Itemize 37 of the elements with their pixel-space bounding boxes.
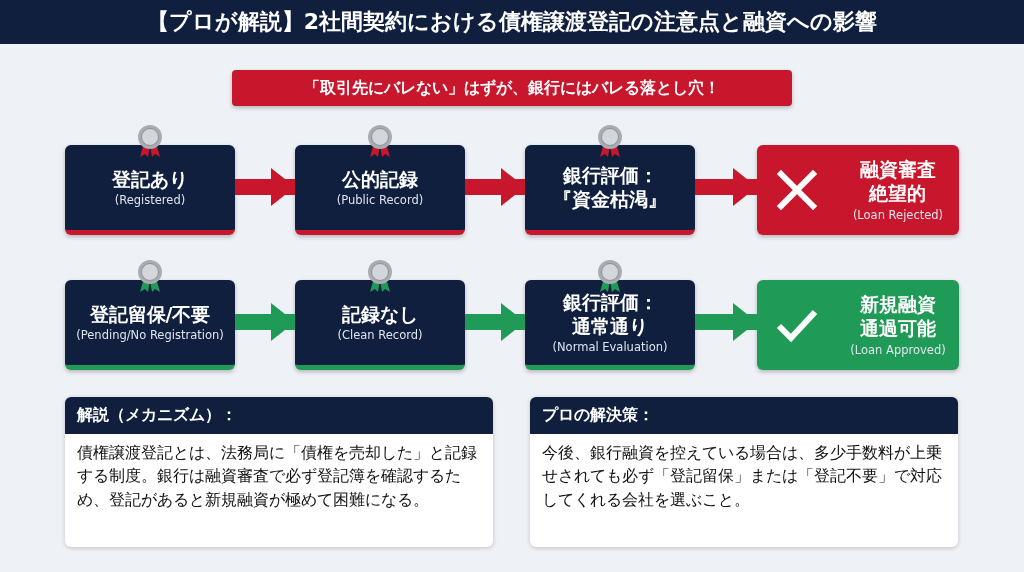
arrow xyxy=(695,303,757,341)
node-title: 登記留保/不要 xyxy=(89,302,211,327)
result-box xyxy=(757,280,959,370)
node-title: 記録なし xyxy=(342,302,418,327)
process-box xyxy=(65,145,235,235)
process-box xyxy=(65,280,235,370)
arrow xyxy=(695,168,757,206)
node-title: 銀行評価：通常通り xyxy=(562,290,658,339)
node-subtitle: (Loan Approved) xyxy=(850,342,946,357)
process-box xyxy=(295,280,465,370)
title-bar: 【プロが解説】2社間契約における債権譲渡登記の注意点と融資への影響 xyxy=(0,0,1024,44)
node-subtitle: (Pending/No Registration) xyxy=(76,328,224,343)
panel-heading: 解説（メカニズム）： xyxy=(65,397,493,434)
panel-heading: プロの解決策： xyxy=(530,397,958,434)
arrow xyxy=(465,168,525,206)
panel-text: 今後、銀行融資を控えている場合は、多少手数料が上乗せされても必ず「登記留保」または「登記不要」で対応してくれる会社を選ぶこと。 xyxy=(541,443,943,511)
info-panel xyxy=(530,397,958,547)
node-subtitle: (Normal Evaluation) xyxy=(552,340,668,355)
process-box xyxy=(525,145,695,235)
warning-banner: 「取引先にバレない」はずが、銀行にはバレる落とし穴！ xyxy=(232,70,792,106)
process-box xyxy=(525,280,695,370)
node-subtitle: (Loan Rejected) xyxy=(852,207,944,222)
node-subtitle: (Registered) xyxy=(114,193,186,208)
result-box xyxy=(757,145,959,235)
node-title: 融資審査絶望的 xyxy=(859,158,937,206)
node-title: 公的記録 xyxy=(342,167,418,192)
arrow xyxy=(235,168,295,206)
arrow xyxy=(235,303,295,341)
node-title: 銀行評価：『資金枯渇』 xyxy=(553,163,667,212)
process-box xyxy=(295,145,465,235)
panel-text: 債権譲渡登記とは、法務局に「債権を売却した」と記録する制度。銀行は融資審査で必ず登記簿を確認するため、登記があると新規融資が極めて困難になる。 xyxy=(76,443,478,511)
node-subtitle: (Public Record) xyxy=(336,193,424,208)
arrow xyxy=(465,303,525,341)
info-panel xyxy=(65,397,493,547)
node-title: 登記あり xyxy=(112,167,188,192)
node-title: 新規融資通過可能 xyxy=(859,293,937,341)
node-subtitle: (Clean Record) xyxy=(337,328,423,343)
